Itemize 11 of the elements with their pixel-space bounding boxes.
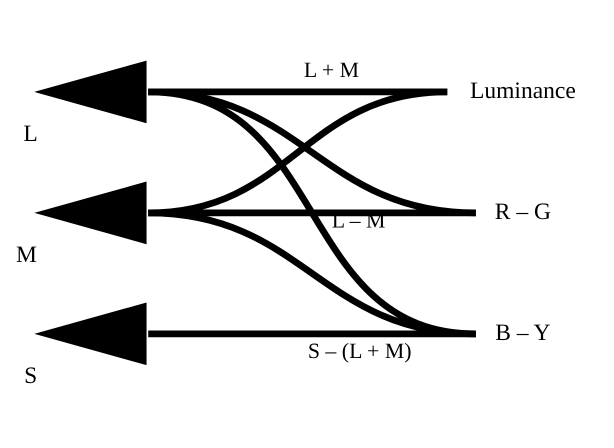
node-text: Luminance — [470, 78, 576, 104]
node-label: L — [23, 120, 38, 146]
connector — [148, 88, 476, 337]
connector — [148, 209, 476, 337]
edge-label: S – (L + M) — [308, 338, 412, 362]
node-label: S — [24, 362, 38, 388]
edge-label: L + M — [304, 58, 360, 82]
node-label: M — [16, 241, 37, 268]
node-text: R – G — [494, 198, 551, 225]
connector — [148, 330, 476, 337]
node-text: B – Y — [495, 320, 551, 346]
